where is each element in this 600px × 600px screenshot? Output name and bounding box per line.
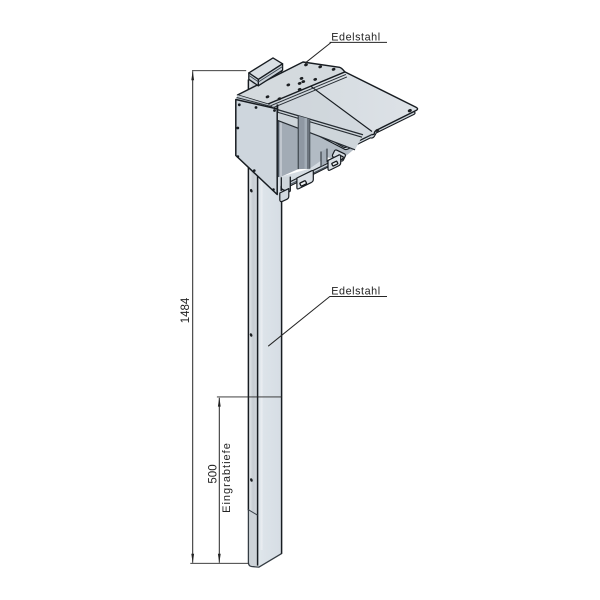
- svg-text:Eingrabtiefe: Eingrabtiefe: [221, 442, 233, 513]
- svg-text:Edelstahl: Edelstahl: [331, 286, 380, 298]
- svg-text:1484: 1484: [180, 297, 192, 323]
- svg-text:Edelstahl: Edelstahl: [331, 32, 380, 44]
- svg-text:500: 500: [207, 464, 219, 483]
